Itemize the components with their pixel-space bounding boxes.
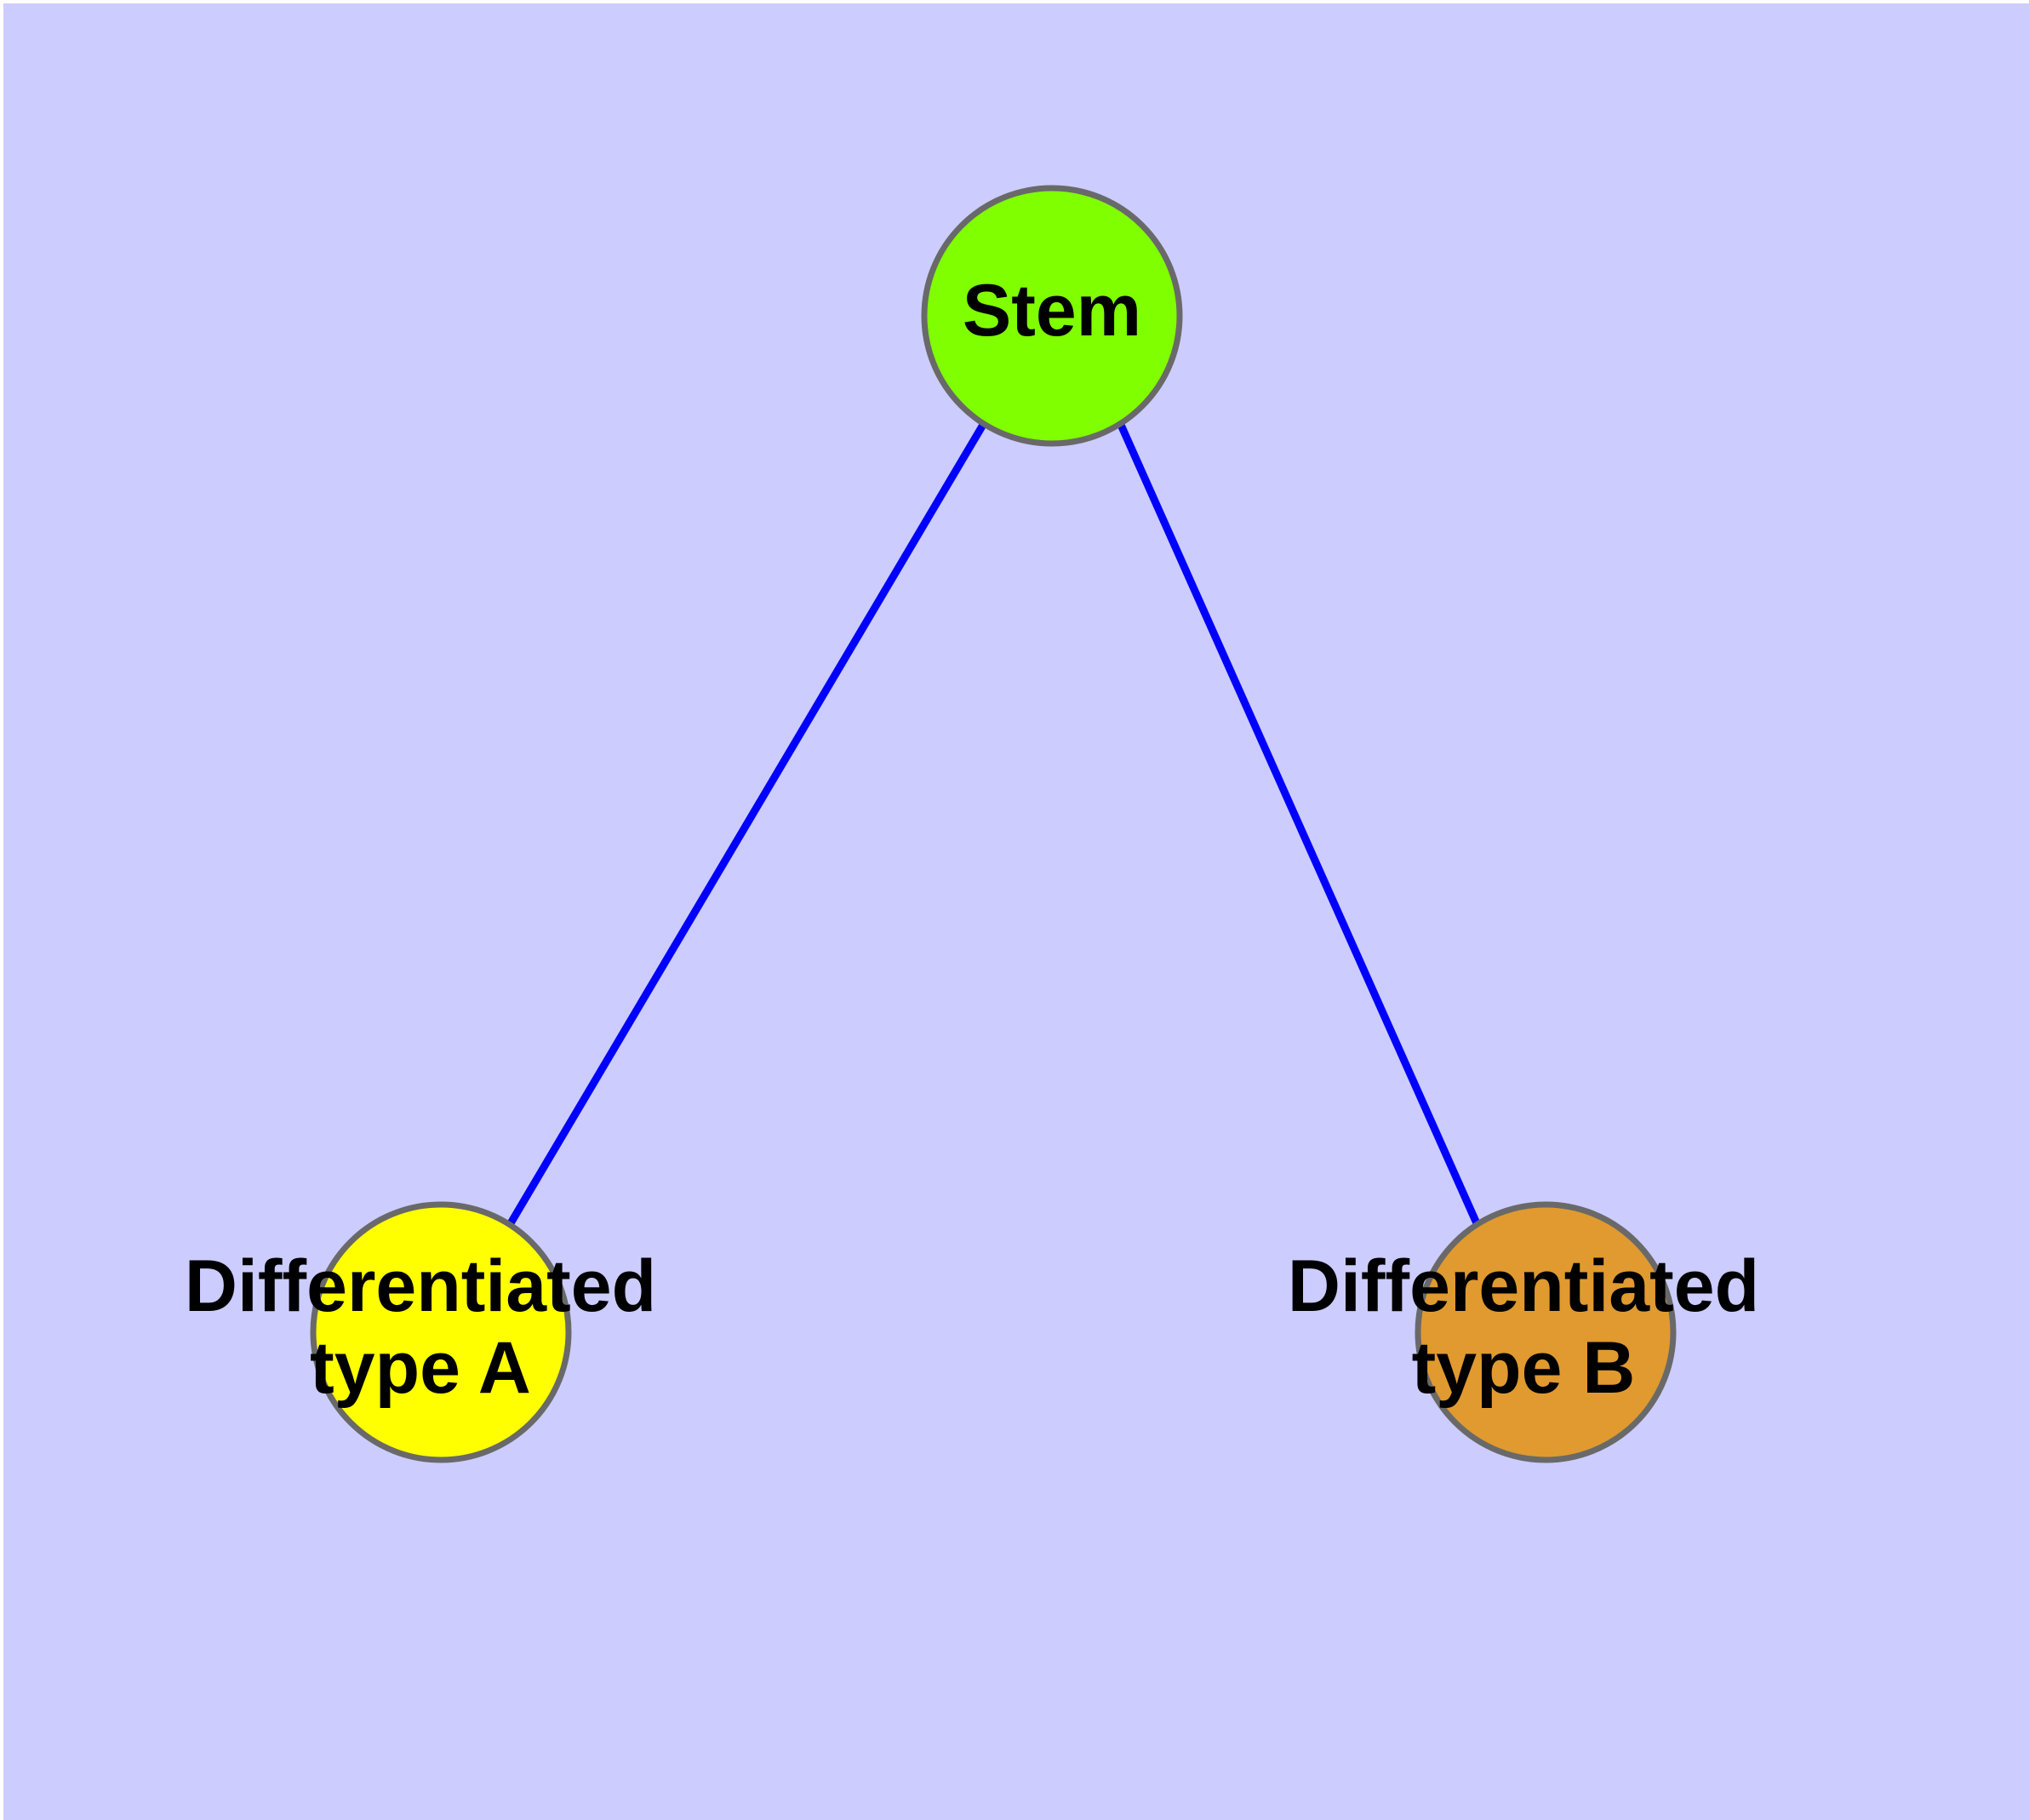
- edge-stem-to-diff-b[interactable]: [1117, 423, 1481, 1225]
- edge-layer: [507, 422, 1481, 1226]
- node-label-line: Differentiated: [185, 1245, 656, 1327]
- node-circle-diff-a[interactable]: [310, 1201, 572, 1463]
- edge-stem-to-diff-a[interactable]: [507, 422, 986, 1226]
- node-diff-b[interactable]: [1415, 1201, 1677, 1463]
- node-circle-diff-b[interactable]: [1415, 1201, 1677, 1463]
- node-label-line: type B: [1412, 1327, 1636, 1409]
- node-label-stem: Stem: [963, 270, 1141, 352]
- node-label-line: Stem: [963, 270, 1141, 352]
- node-diff-a[interactable]: [310, 1201, 572, 1463]
- node-label-line: Differentiated: [1288, 1245, 1759, 1327]
- node-stem[interactable]: [921, 185, 1183, 447]
- node-label-line: type A: [310, 1327, 531, 1409]
- node-circle-stem[interactable]: [921, 185, 1183, 447]
